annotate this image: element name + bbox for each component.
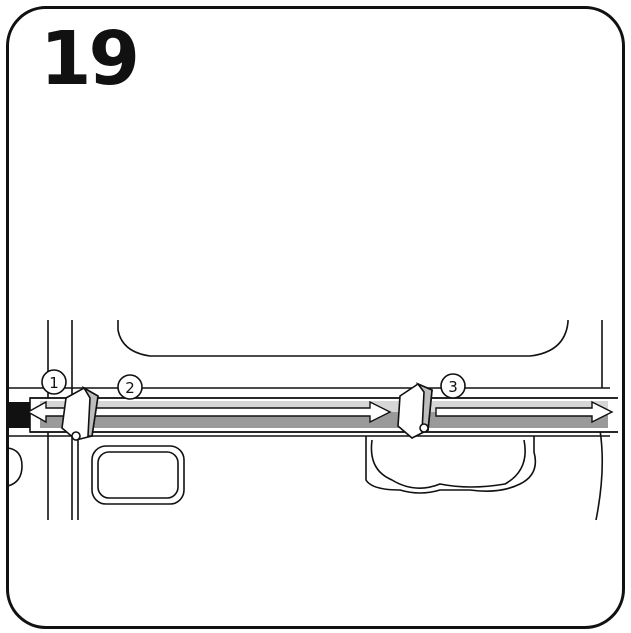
squeegee-tool bbox=[397, 382, 433, 439]
callout-1: 1 bbox=[41, 369, 67, 395]
callout-2: 2 bbox=[117, 374, 143, 400]
vehicle-body-outline bbox=[8, 320, 610, 521]
callout-2-label: 2 bbox=[125, 379, 135, 397]
step-number: 19 bbox=[40, 16, 140, 102]
arrow-right-icon bbox=[91, 400, 392, 424]
callout-1-label: 1 bbox=[49, 374, 59, 392]
callout-3: 3 bbox=[440, 373, 466, 399]
arrow-right-icon bbox=[435, 400, 614, 424]
callout-3-label: 3 bbox=[448, 378, 458, 396]
squeegee-tool bbox=[61, 385, 99, 441]
instruction-panel bbox=[6, 6, 625, 629]
